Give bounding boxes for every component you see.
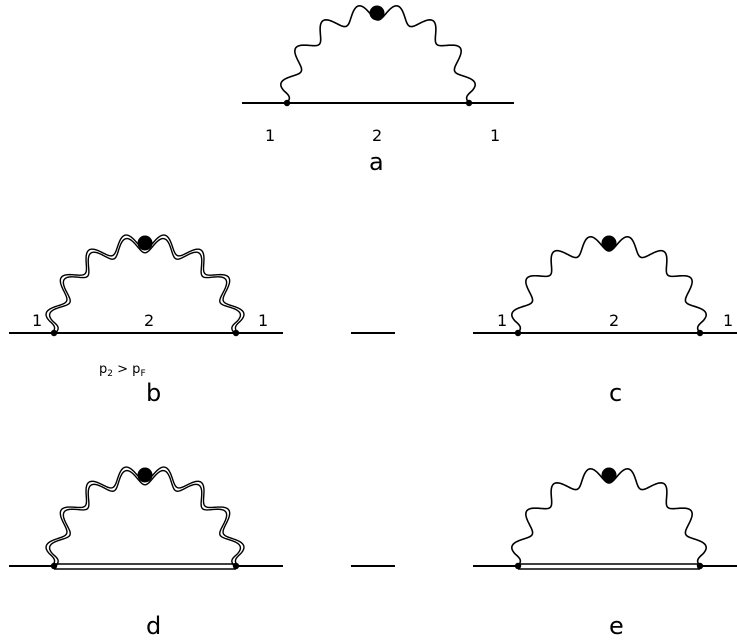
diagram-e-photon-line [511, 468, 707, 567]
diagram-b-vertex-left [50, 329, 58, 337]
diagram-a-label-mid: 2 [372, 126, 382, 145]
diagram-c-vertex-right [696, 329, 704, 337]
diagram-c-caption: c [609, 379, 622, 407]
diagram-a-blob [369, 5, 385, 21]
diagram-d: d [9, 466, 283, 640]
diagram-a-vertex-left [283, 99, 291, 107]
diagram-e-caption: e [609, 612, 624, 640]
diagram-b: 1 2 1 p2 > pF b [9, 234, 283, 407]
diagram-d-vertex-right [232, 562, 240, 570]
diagram-c-vertex-left [514, 329, 522, 337]
diagram-a: 1 2 1 a [242, 5, 514, 176]
diagram-e-vertex-left [514, 562, 522, 570]
diagram-d-caption: d [146, 612, 161, 640]
diagram-a-caption: a [369, 148, 384, 176]
diagram-c: 1 2 1 c [473, 235, 737, 407]
diagram-c-label-left: 1 [497, 311, 507, 330]
diagram-b-caption: b [146, 379, 161, 407]
diagram-b-blob [137, 235, 153, 251]
diagram-b-label-mid: 2 [144, 311, 154, 330]
diagram-d-vertex-left [50, 562, 58, 570]
diagram-c-label-mid: 2 [609, 311, 619, 330]
diagram-b-condition: p2 > pF [99, 362, 146, 379]
diagram-c-photon-line [511, 235, 707, 334]
diagram-d-blob [137, 467, 153, 483]
diagram-b-label-right: 1 [258, 311, 268, 330]
diagram-e-vertex-right [696, 562, 704, 570]
diagram-e-blob [601, 467, 617, 483]
diagram-e: e [473, 467, 737, 640]
diagram-b-vertex-right [232, 329, 240, 337]
diagram-a-label-right: 1 [490, 126, 500, 145]
diagram-c-blob [601, 235, 617, 251]
diagram-c-label-right: 1 [723, 311, 733, 330]
diagram-a-label-left: 1 [265, 126, 275, 145]
diagram-b-label-left: 1 [32, 311, 42, 330]
diagram-a-vertex-right [465, 99, 473, 107]
